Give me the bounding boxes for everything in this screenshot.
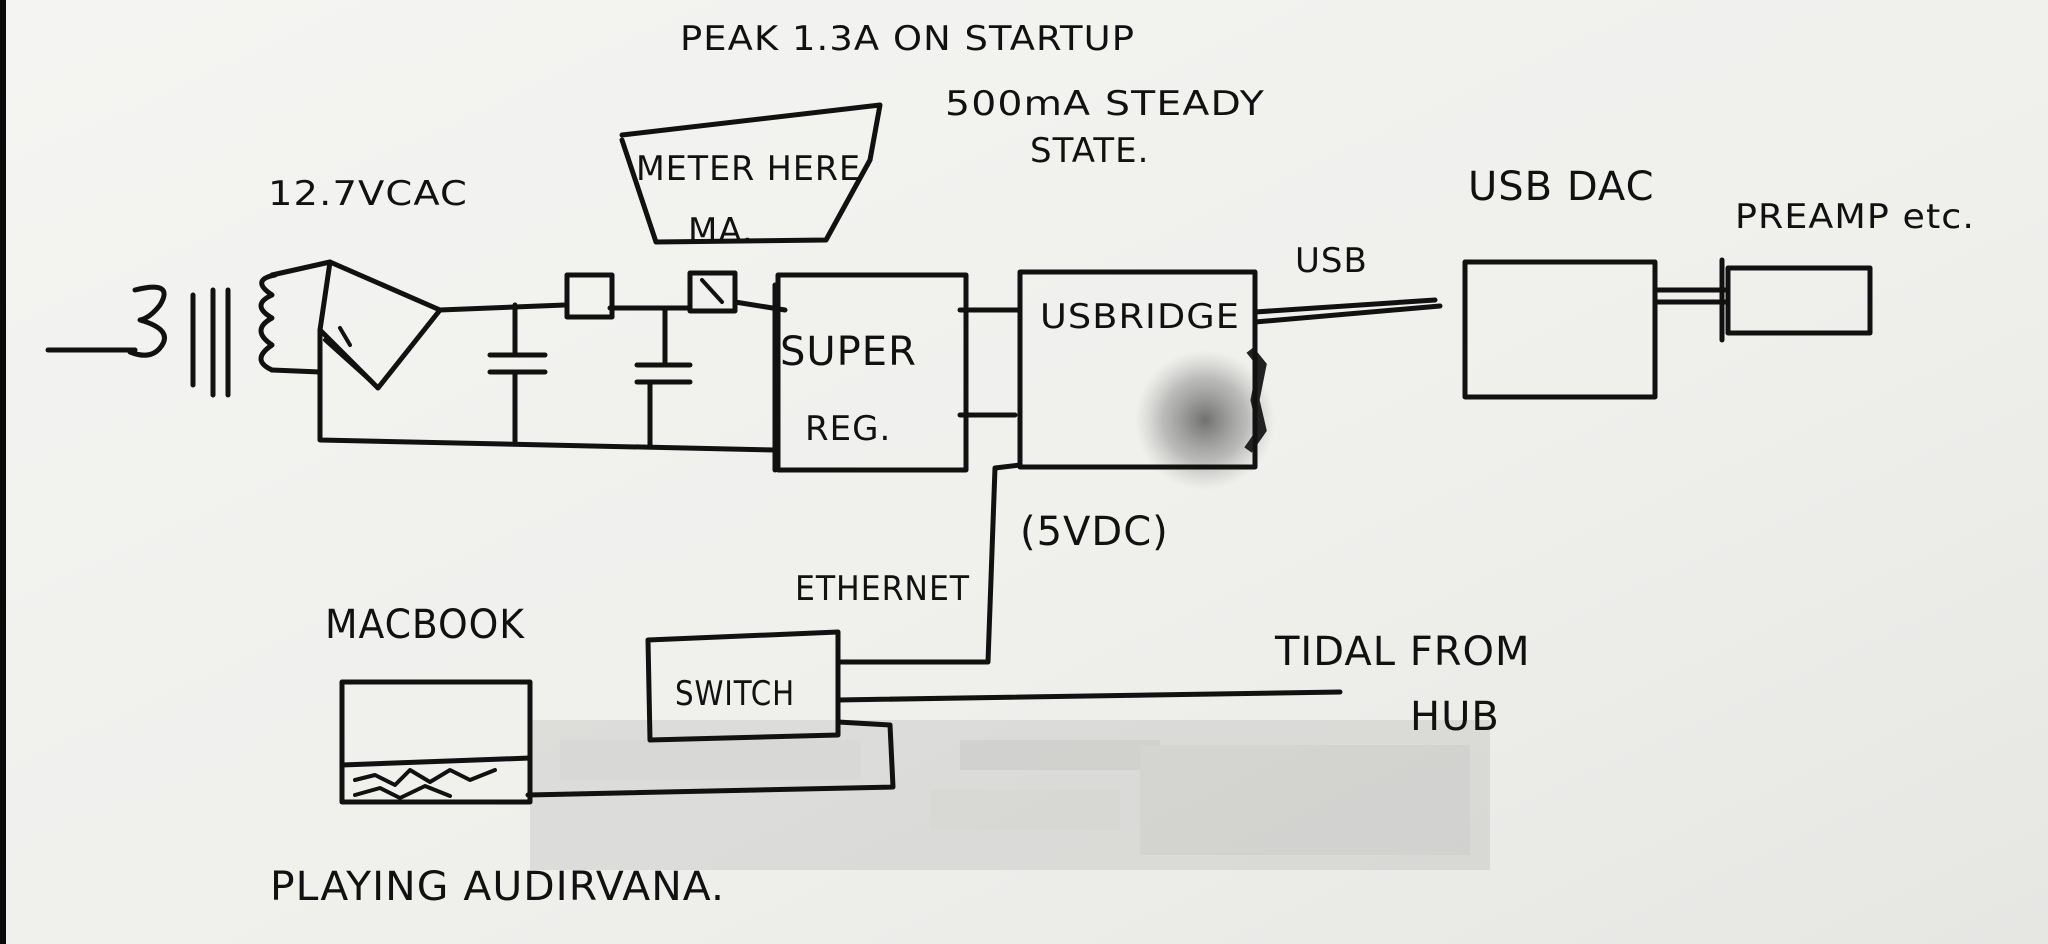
show-through-label (530, 720, 1490, 870)
steady-state-note-line2: STATE. (1030, 131, 1149, 171)
power-wiring (317, 299, 788, 453)
meter-here-label: METER HERE (636, 149, 861, 189)
tidal-label-line2: HUB (1410, 694, 1500, 740)
voltage-label: (5VDC) (1020, 509, 1169, 555)
macbook-block (339, 679, 533, 805)
meter-box (687, 270, 738, 314)
usb-dac-block (1462, 259, 1658, 400)
super-reg-label-line2: REG. (805, 409, 891, 449)
super-reg-block (775, 272, 969, 473)
peak-current-note: PEAK 1.3A ON STARTUP (680, 19, 1135, 59)
switch-block (645, 629, 841, 743)
paper (6, 0, 2048, 944)
switch-label: SWITCH (675, 674, 795, 714)
usbridge-label: USBRIDGE (1040, 297, 1240, 337)
smudge-mark (1135, 350, 1275, 490)
ac-input-label: 12.7VCAC (268, 174, 468, 214)
fuse-box (564, 272, 615, 320)
tidal-label-line1: TIDAL FROM (1274, 629, 1531, 675)
macbook-label: MACBOOK (325, 602, 526, 648)
ethernet-label: ETHERNET (795, 569, 970, 609)
meter-unit-label: MA. (688, 211, 754, 251)
usbridge-block (1017, 269, 1258, 470)
usb-link-label: USB (1295, 241, 1368, 281)
preamp-label: PREAMP etc. (1735, 197, 1975, 237)
preamp-block (1725, 265, 1873, 336)
meter-callout (619, 102, 883, 245)
playing-label: PLAYING AUDIRVANA. (270, 864, 725, 910)
super-reg-label-line1: SUPER (780, 329, 917, 375)
usb-dac-label: USB DAC (1468, 164, 1655, 210)
ac-input-symbol (45, 272, 278, 398)
bridge-rectifier (269, 259, 443, 391)
steady-state-note-line1: 500mA STEADY (945, 84, 1265, 124)
